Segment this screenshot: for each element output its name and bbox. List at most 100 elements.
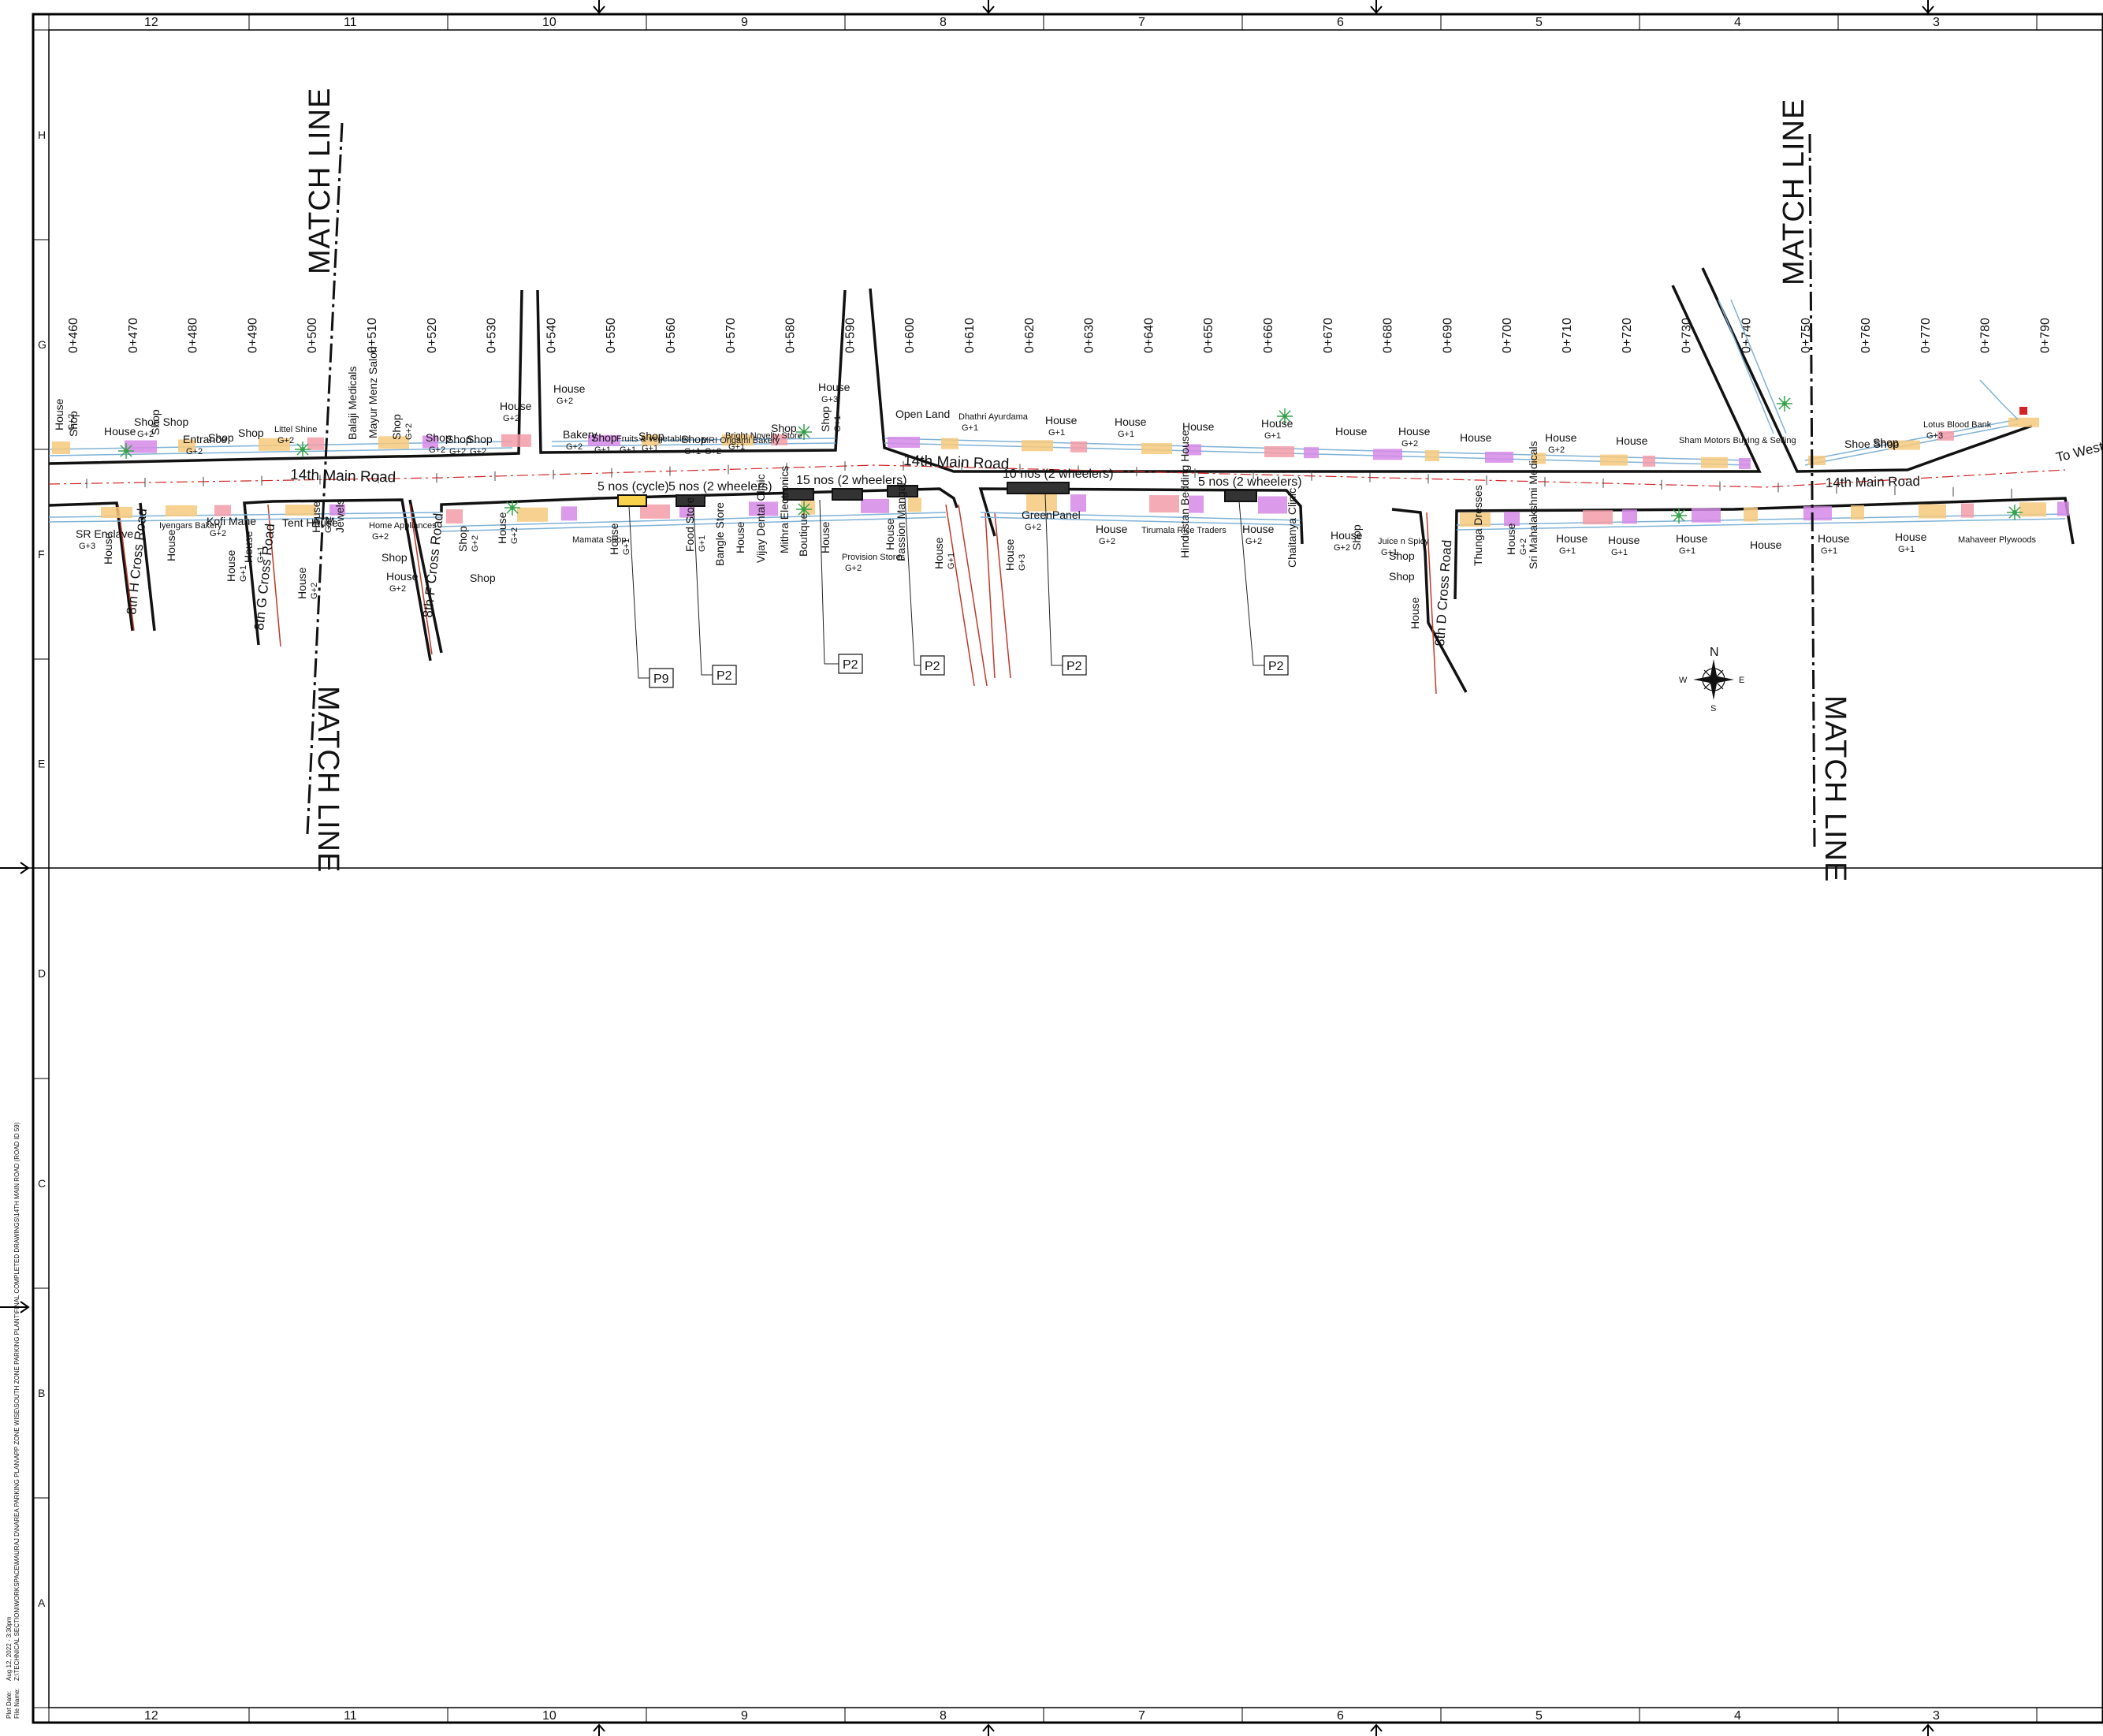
north-building-n12: Shop xyxy=(390,414,403,440)
parking-label-bikes-10: 10 nos (2 wheelers) xyxy=(1003,468,1114,481)
north-building-floors-n15: G+2 xyxy=(470,447,486,456)
north-building-n36: House xyxy=(1460,431,1492,444)
north-building-floors-n16: G+2 xyxy=(503,414,519,423)
south-building-floors-s20: G+1 xyxy=(622,538,631,555)
south-building-s29: House xyxy=(884,518,896,550)
north-building-floors-n24: G+1 xyxy=(728,442,745,452)
chainage-label: 0+750 xyxy=(1800,318,1813,353)
south-building-floors-s37: G+2 xyxy=(1245,537,1262,546)
parking-tag-p9: P9 xyxy=(653,672,669,686)
match-line-label-2: MATCH LINE xyxy=(311,686,344,873)
north-building-floors-n19: G+1 xyxy=(594,445,611,455)
plot-date-label: Plot Date: xyxy=(6,1691,13,1719)
south-building-s7: House xyxy=(242,531,255,563)
chainage-label: 0+670 xyxy=(1322,318,1335,353)
north-building-n32: House xyxy=(1182,420,1215,433)
south-building-floors-s5: G+2 xyxy=(210,529,226,538)
south-building-s45: Thunga Dresses xyxy=(1472,485,1484,566)
grid-col-top-9: 9 xyxy=(741,16,748,29)
south-building-s21: Food Store xyxy=(683,497,696,552)
north-building-floors-n4: G+2 xyxy=(137,430,154,439)
south-building-floors-s18: G+2 xyxy=(510,527,519,544)
grid-col-bottom-12: 12 xyxy=(144,1709,158,1723)
north-edge-segment-c xyxy=(869,285,1762,473)
grid-col-top-10: 10 xyxy=(542,16,556,29)
south-building-s3: Iyengars Bakery xyxy=(159,521,222,531)
south-building-s15: House xyxy=(386,570,419,583)
grid-col-bottom-10: 10 xyxy=(542,1709,556,1723)
north-building-n38: House xyxy=(1616,434,1648,447)
grid-col-top-4: 4 xyxy=(1734,16,1741,29)
south-building-s32: House xyxy=(1003,538,1016,571)
bike-bay-3 xyxy=(832,488,863,501)
south-building-s50: House xyxy=(1676,532,1708,545)
tree-icon xyxy=(1277,408,1293,424)
north-building-floors-n23: G+2 xyxy=(705,447,721,456)
tree-icon xyxy=(118,443,134,459)
north-building-n18: Bakery xyxy=(563,428,597,441)
parking-tag-p2-b: P2 xyxy=(843,658,858,672)
north-building-n17: House xyxy=(553,382,586,395)
north-building-floors-n12: G+2 xyxy=(404,423,414,440)
north-building-floors-n27: G+1 xyxy=(833,415,843,432)
south-building-s39: House xyxy=(1331,529,1363,542)
chainage-label: 0+510 xyxy=(366,318,379,353)
south-building-s17: Shop xyxy=(470,572,496,584)
south-building-s24: Vijay Dental Clinic xyxy=(754,474,767,563)
south-building-s52: House xyxy=(1818,532,1850,545)
parking-label-bikes-15: 15 nos (2 wheelers) xyxy=(796,474,907,487)
match-line-label-1: MATCH LINE xyxy=(303,88,337,274)
south-building-s10: House xyxy=(296,567,308,599)
chainage-label: 0+520 xyxy=(426,318,439,353)
tree-icon xyxy=(1671,508,1687,523)
bike-bay-6 xyxy=(1224,490,1257,502)
file-name-label: File Name: xyxy=(13,1688,20,1719)
compass-e: E xyxy=(1739,676,1744,685)
south-building-s1: SR Enclave xyxy=(76,527,133,540)
north-building-n24: Bright Novelty Store xyxy=(725,431,802,441)
parking-tag-p2-a: P2 xyxy=(717,669,732,683)
tree-icon xyxy=(796,501,812,517)
grid-col-top-6: 6 xyxy=(1337,16,1344,29)
grid-col-top-3: 3 xyxy=(1933,16,1940,29)
south-building-floors-s15: G+2 xyxy=(389,584,406,594)
road-name-label-3: 14th Main Road xyxy=(1826,474,1920,490)
north-building-floors-n1: G+2 xyxy=(67,414,76,430)
grid-col-top-11: 11 xyxy=(344,16,357,29)
grid-col-bottom-8: 8 xyxy=(940,1709,947,1723)
south-building-floors-s13: G+2 xyxy=(372,532,389,542)
grid-row-F: F xyxy=(38,548,45,561)
chainage-label: 0+680 xyxy=(1382,318,1395,353)
south-building-s16: Shop xyxy=(456,526,469,552)
south-building-s35: Tirumala Rice Traders xyxy=(1141,526,1226,535)
to-west-label: To West xyxy=(2054,439,2103,465)
north-building-n33: House xyxy=(1261,417,1293,430)
south-building-s26: Boutique xyxy=(797,513,810,557)
south-building-floors-s50: G+1 xyxy=(1679,546,1695,556)
south-building-s19: Mamata Shop xyxy=(572,535,626,545)
south-building-floors-s49: G+1 xyxy=(1611,548,1628,557)
north-building-floors-n6: G+2 xyxy=(186,447,203,456)
south-building-floors-s34: G+2 xyxy=(1099,537,1115,546)
north-building-n1: House xyxy=(53,398,65,430)
north-building-floors-n21: G+1 xyxy=(642,444,658,453)
chainage-label: 0+780 xyxy=(1979,318,1993,353)
tree-icon xyxy=(295,441,311,457)
grid-col-bottom-11: 11 xyxy=(344,1709,357,1723)
south-building-s25: Mithra Electronics xyxy=(778,466,791,553)
south-building-s42: Shop xyxy=(1389,549,1415,562)
chainage-label: 0+610 xyxy=(963,318,977,353)
south-building-s31: House xyxy=(932,537,945,569)
south-building-floors-s53: G+1 xyxy=(1898,545,1915,554)
south-building-s18: House xyxy=(496,512,508,544)
grid-col-bottom-9: 9 xyxy=(741,1709,748,1723)
parking-label-bikes-5b: 5 nos (2 wheelers) xyxy=(1198,475,1302,489)
south-building-s9: ATM xyxy=(312,515,335,527)
north-building-n2: Shop xyxy=(67,411,80,437)
grid-row-C: C xyxy=(38,1177,46,1190)
north-building-n6: Entrance xyxy=(183,433,227,445)
chainage-label: 0+530 xyxy=(486,318,499,353)
